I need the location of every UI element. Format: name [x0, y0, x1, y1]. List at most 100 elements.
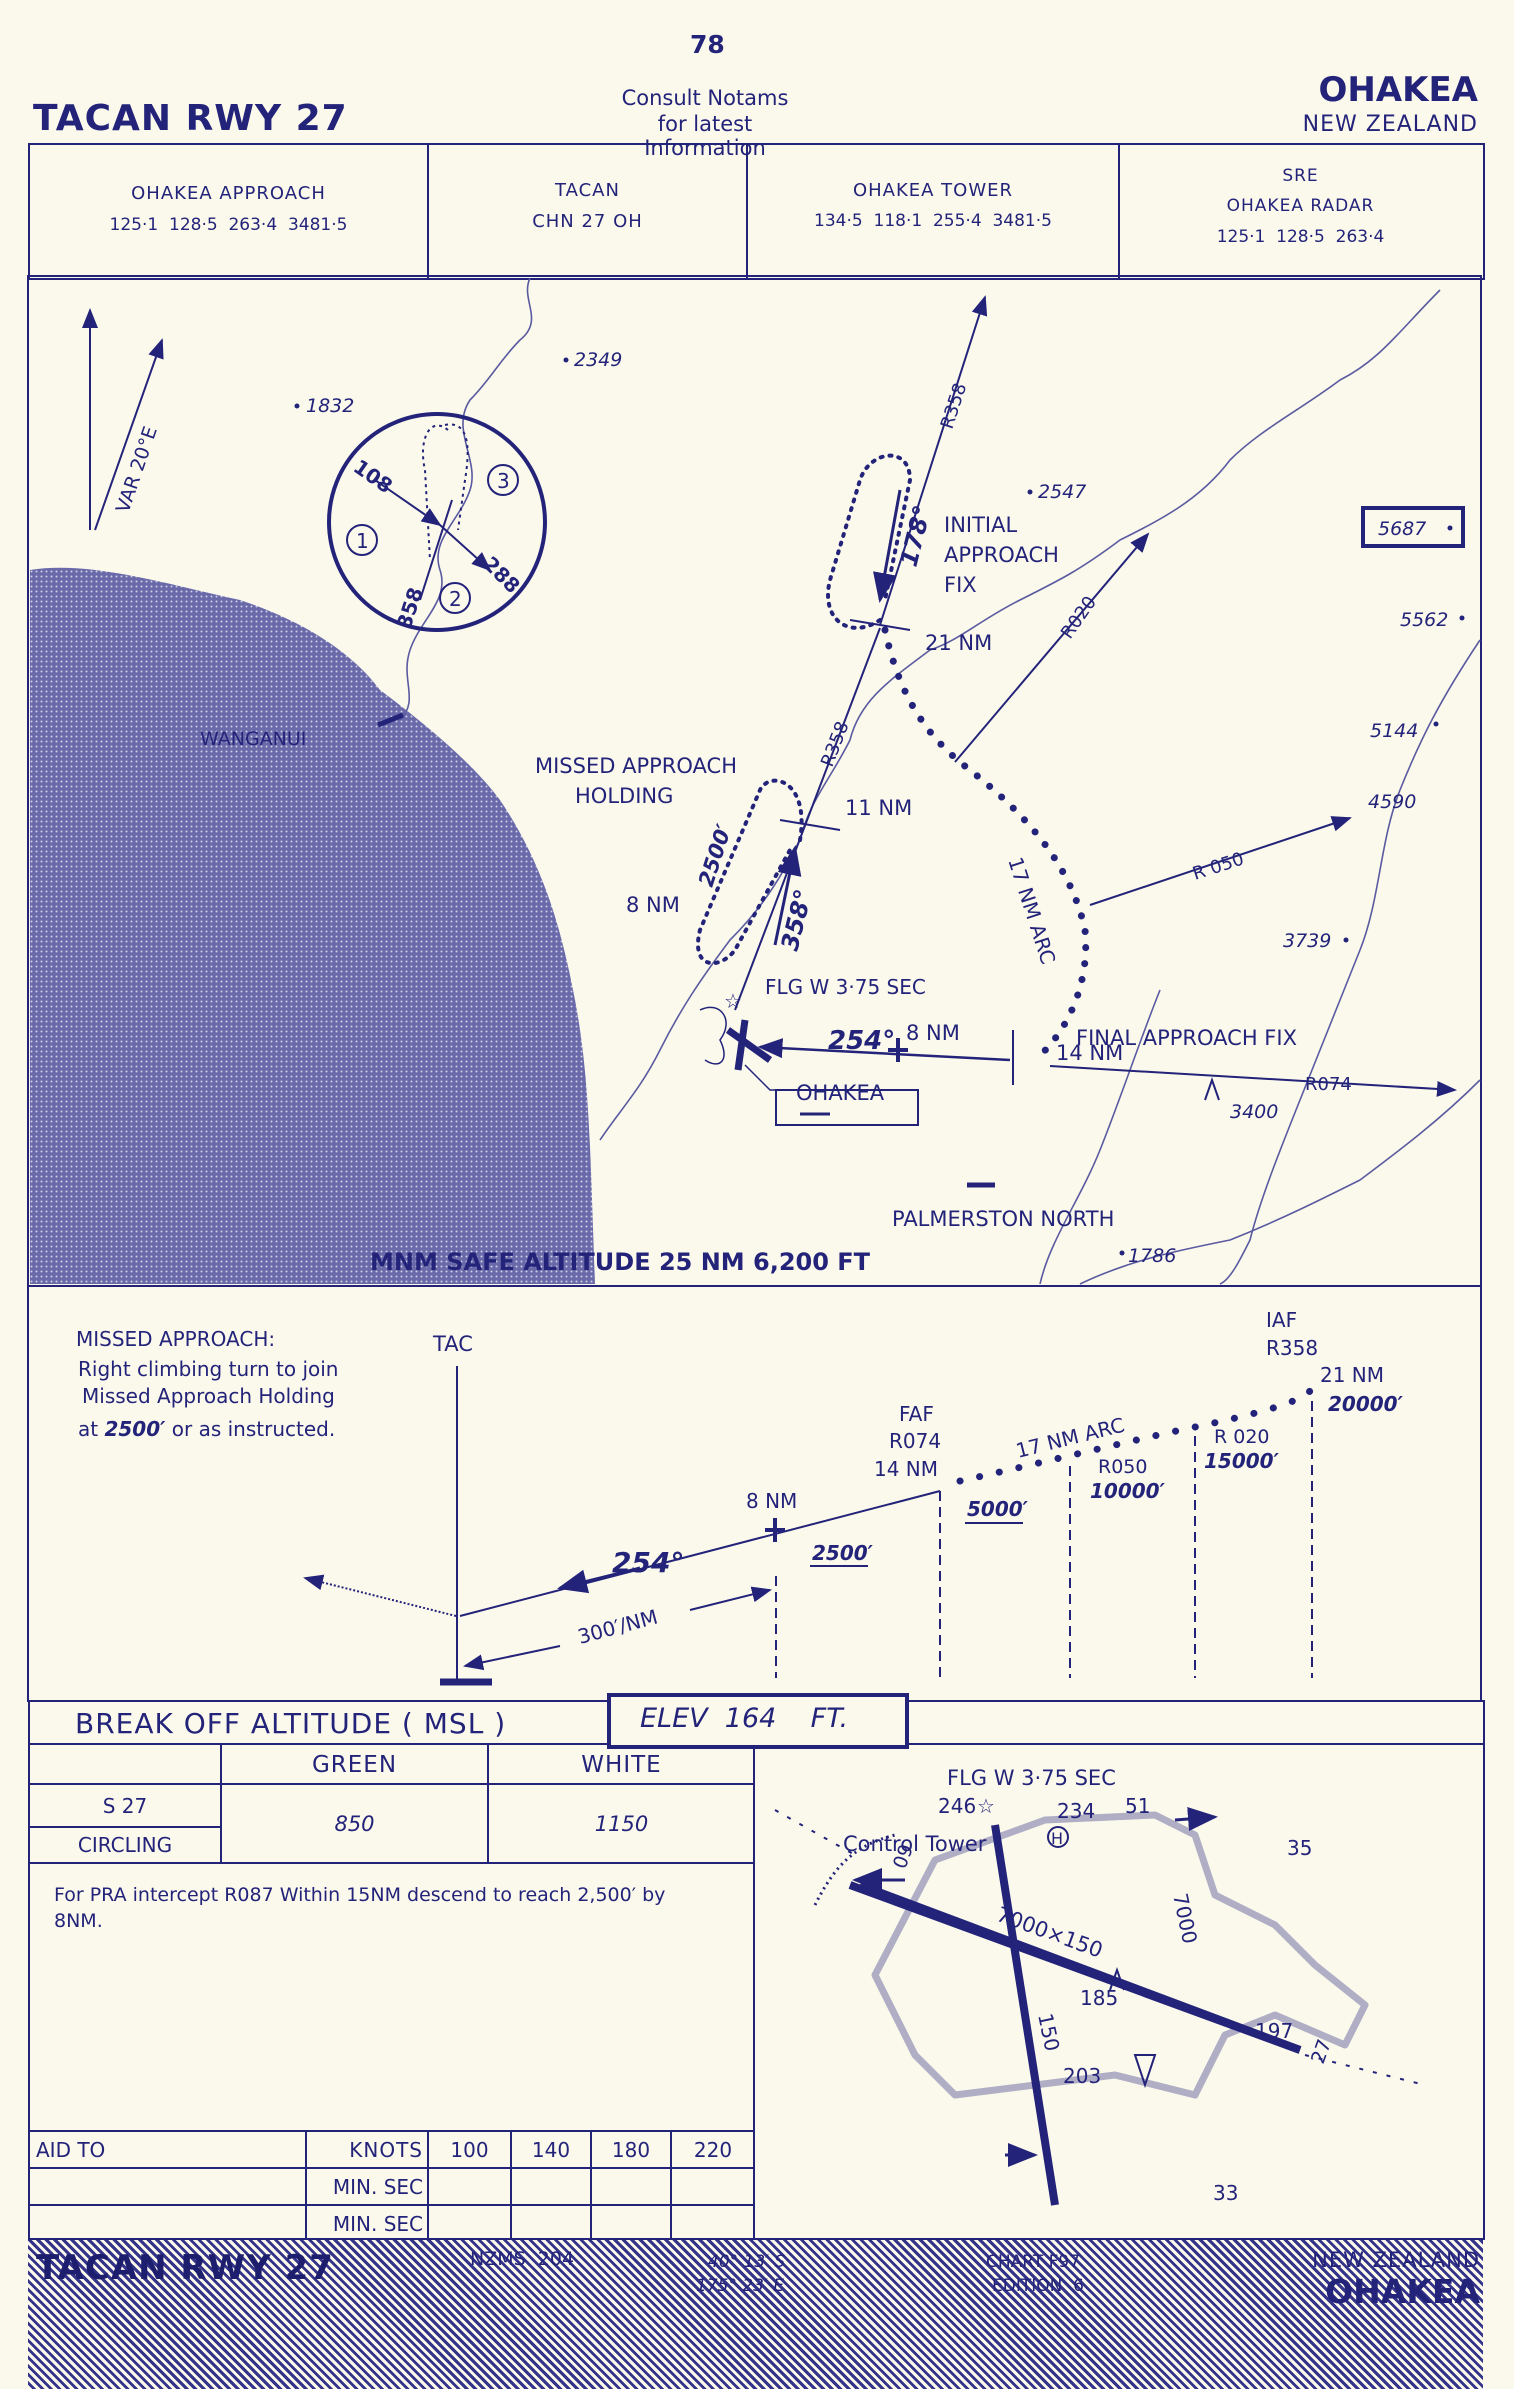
minima-table-row-rule — [28, 1826, 220, 1828]
control-tower-label: Control Tower — [843, 1832, 987, 1856]
iaf-radial: R358 — [1266, 1336, 1318, 1360]
spot-3739-dot — [1343, 937, 1349, 943]
tower-frequency-name: OHAKEA TOWER — [852, 180, 1014, 201]
minima-frame — [28, 1700, 1485, 2240]
profile-course: 254° — [612, 1546, 684, 1579]
aid-table — [28, 2130, 754, 2242]
faf-altitude: 5000′ — [967, 1497, 1029, 1521]
elevation-246: 246 — [938, 1794, 976, 1818]
initial-fix-label-3: FIX — [944, 573, 977, 597]
aid-table-col-1 — [305, 2130, 307, 2240]
notams-line-2: for latest Information — [644, 112, 766, 160]
break-off-altitude-label: BREAK OFF ALTITUDE ( MSL ) — [75, 1707, 507, 1740]
minima-col-white: WHITE — [581, 1751, 662, 1778]
profile-view: MISSED APPROACH: Right climbing turn to … — [27, 1286, 1482, 1702]
min-sec-label-1: MIN. SEC — [332, 2175, 423, 2199]
minima-row-s27: S 27 — [102, 1794, 148, 1818]
descent-gradient: 300′/NM — [575, 1605, 660, 1649]
aerodrome-beacon-star: ☆ — [724, 989, 742, 1013]
wanganui-marker — [377, 712, 404, 728]
faf-label: FAF — [899, 1402, 934, 1426]
final-approach-fix-distance: 14 NM — [1056, 1041, 1123, 1065]
frequency-panel — [28, 143, 1485, 280]
iaf-distance: 21 NM — [925, 631, 992, 655]
initial-fix-label-2: APPROACH — [944, 543, 1059, 567]
aid-table-col-4 — [590, 2130, 592, 2240]
holding-entry-2: 2 — [449, 587, 462, 611]
missed-holding-title-1: MISSED APPROACH — [535, 754, 737, 778]
river-3 — [1219, 639, 1481, 1285]
missed-approach-holding-pattern — [696, 778, 804, 966]
chart-title: TACAN RWY 27 — [33, 98, 348, 139]
radar-frequency-name: OHAKEA RADAR — [1226, 196, 1375, 216]
descent-path-final — [459, 1490, 941, 1617]
profile-8nm-cross — [765, 1518, 785, 1542]
holding-pattern-outline — [421, 424, 449, 561]
radar-frequency-value: 125·1 128·5 263·4 — [1216, 227, 1385, 247]
max-elevation-5687: 5687 — [1378, 518, 1426, 540]
holding-entry-1-circle — [346, 524, 378, 556]
runway-width-150: 150 — [1033, 2011, 1064, 2053]
r050-altitude: 10000′ — [1090, 1479, 1166, 1503]
runway-length: 7000 — [1168, 1891, 1202, 1946]
knots-label: KNOTS — [349, 2138, 423, 2162]
min-sec-label-2: MIN. SEC — [332, 2212, 423, 2236]
airport-name: OHAKEA — [1318, 70, 1478, 110]
initial-fix-label-1: INITIAL — [944, 513, 1017, 537]
holding-inbound-108 — [374, 479, 442, 527]
holding-course-358: 358 — [392, 584, 428, 631]
speed-100: 100 — [450, 2137, 489, 2162]
8nm-fix-label: 8 NM — [906, 1021, 960, 1045]
aid-to-label: AID TO — [36, 2138, 106, 2162]
missed-approach-title: MISSED APPROACH: — [76, 1327, 275, 1351]
spot-elevation-5562: 5562 — [1400, 609, 1448, 631]
elevation-box — [607, 1693, 909, 1749]
spot-elevation-2547: 2547 — [1038, 481, 1086, 503]
radial-r050-label: R 050 — [1190, 849, 1247, 885]
faf-radial: R074 — [889, 1429, 941, 1453]
footer-nzms: NZMS 204 — [470, 2248, 575, 2270]
radial-r050 — [1089, 816, 1352, 906]
initial-inbound-178 — [873, 489, 902, 603]
spot-1786-dot — [1119, 1250, 1125, 1256]
spot-elevation-4590: 4590 — [1368, 791, 1416, 813]
aid-table-col-3 — [510, 2130, 512, 2240]
variation-label: VAR 20°E — [112, 424, 162, 516]
elevation-197: 197 — [1255, 2019, 1293, 2043]
river-4 — [1079, 1079, 1481, 1285]
spot-2349-dot — [563, 357, 569, 363]
sea-area — [30, 567, 595, 1284]
pra-note: For PRA intercept R087 Within 15NM desce… — [54, 1884, 666, 1932]
iaf-tick — [849, 619, 911, 631]
iaf-label: IAF — [1266, 1308, 1297, 1332]
tower-frequency-value: 134·5 118·1 255·4 3481·5 — [814, 211, 1052, 231]
missed-holding-8nm: 8 NM — [626, 893, 680, 917]
aerodrome-beacon: FLG W 3·75 SEC — [947, 1766, 1116, 1790]
page-number: 78 — [690, 30, 725, 59]
footer-longitude: 175° 23′ E — [696, 2276, 784, 2296]
holding-diagram — [327, 412, 547, 632]
footer-country: NEW ZEALAND — [1312, 2248, 1480, 2272]
aerodrome-elevation: ELEV 164 FT. — [640, 1703, 849, 1734]
footer-latitude: 40° 13′ S — [708, 2252, 786, 2272]
missed-approach-line-3: Missed Approach Holding — [82, 1384, 335, 1408]
minima-table-border — [28, 1783, 754, 1785]
speed-180: 180 — [611, 2137, 651, 2162]
aerodrome-label-box — [775, 1089, 919, 1126]
iaf-altitude: 20000′ — [1328, 1392, 1404, 1416]
final-approach-course-label: 254° — [828, 1026, 895, 1056]
spot-elevation-3739: 3739 — [1283, 930, 1331, 952]
r020-altitude: 15000′ — [1204, 1449, 1280, 1473]
aerodrome-runways-symbol — [725, 1019, 773, 1071]
holding-racetrack — [444, 423, 469, 531]
approach-frequency-value: 125·1 128·5 263·4 3481·5 — [109, 215, 348, 235]
faf-distance: 14 NM — [874, 1457, 938, 1481]
profile-r050-label: R050 — [1098, 1456, 1147, 1478]
minima-row-circling: CIRCLING — [77, 1833, 173, 1857]
aerodrome-beacon-label: FLG W 3·75 SEC — [765, 975, 926, 999]
tower-heliport-mark: H — [1051, 1829, 1063, 1848]
radial-r020-label: R020 — [1057, 592, 1101, 642]
spot-5562-dot — [1459, 615, 1465, 621]
runway-extension-dashes-west — [774, 1809, 856, 1856]
wanganui-label: WANGANUI — [200, 728, 306, 750]
